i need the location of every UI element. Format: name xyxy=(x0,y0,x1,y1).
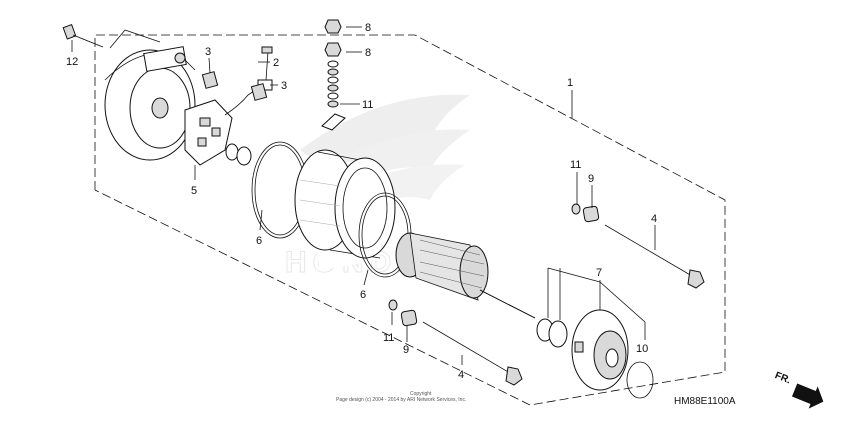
callout-11-b: 11 xyxy=(570,159,581,171)
callout-11-c: 11 xyxy=(383,332,394,344)
front-cover-7 xyxy=(571,309,629,391)
callout-3-b: 3 xyxy=(281,80,287,92)
o-ring-10 xyxy=(626,361,654,399)
collar-9-upper xyxy=(582,205,600,223)
callout-3-a: 3 xyxy=(205,46,211,58)
callout-11-a: 11 xyxy=(362,99,373,111)
washer-small-a xyxy=(225,143,239,161)
callout-12: 12 xyxy=(66,56,78,68)
terminal-bolt-2 xyxy=(257,46,273,91)
callout-1: 1 xyxy=(567,77,573,89)
long-bolt-4-upper xyxy=(604,224,705,289)
callout-7: 7 xyxy=(596,267,602,279)
copyright-line-2: Page design (c) 2004 - 2014 by ARI Netwo… xyxy=(336,397,466,403)
diagram-code: HM88E1100A xyxy=(674,396,736,407)
washer-11-upper xyxy=(571,203,581,215)
washer-11-lower xyxy=(388,299,398,311)
long-bolt-4-lower xyxy=(422,321,523,386)
assembly-outline xyxy=(94,34,726,406)
callout-8-a: 8 xyxy=(365,22,371,34)
callout-8-b: 8 xyxy=(365,47,371,59)
armature xyxy=(395,232,536,319)
callout-4-b: 4 xyxy=(458,369,464,381)
callout-2: 2 xyxy=(273,57,279,69)
callout-6-b: 6 xyxy=(360,289,366,301)
washer-front-b xyxy=(548,320,568,348)
bolt-12 xyxy=(62,24,104,48)
brush-3a xyxy=(201,71,219,89)
callout-4-a: 4 xyxy=(651,213,657,225)
leader-lines xyxy=(71,26,656,365)
rear-cover xyxy=(104,46,196,161)
callout-5: 5 xyxy=(191,185,197,197)
collar-9-lower xyxy=(400,309,418,327)
callout-9-a: 9 xyxy=(588,173,594,185)
callout-10: 10 xyxy=(636,343,648,355)
copyright-line-1: Copyright xyxy=(410,391,432,397)
callout-6-a: 6 xyxy=(256,235,262,247)
front-direction-arrow xyxy=(791,383,824,409)
brush-3b xyxy=(250,83,268,101)
washer-small-b xyxy=(236,146,252,166)
nut-washer-stack xyxy=(321,19,346,131)
callout-9-b: 9 xyxy=(403,344,409,356)
brush-holder xyxy=(184,86,271,166)
front-direction-label: FR. xyxy=(773,370,792,386)
